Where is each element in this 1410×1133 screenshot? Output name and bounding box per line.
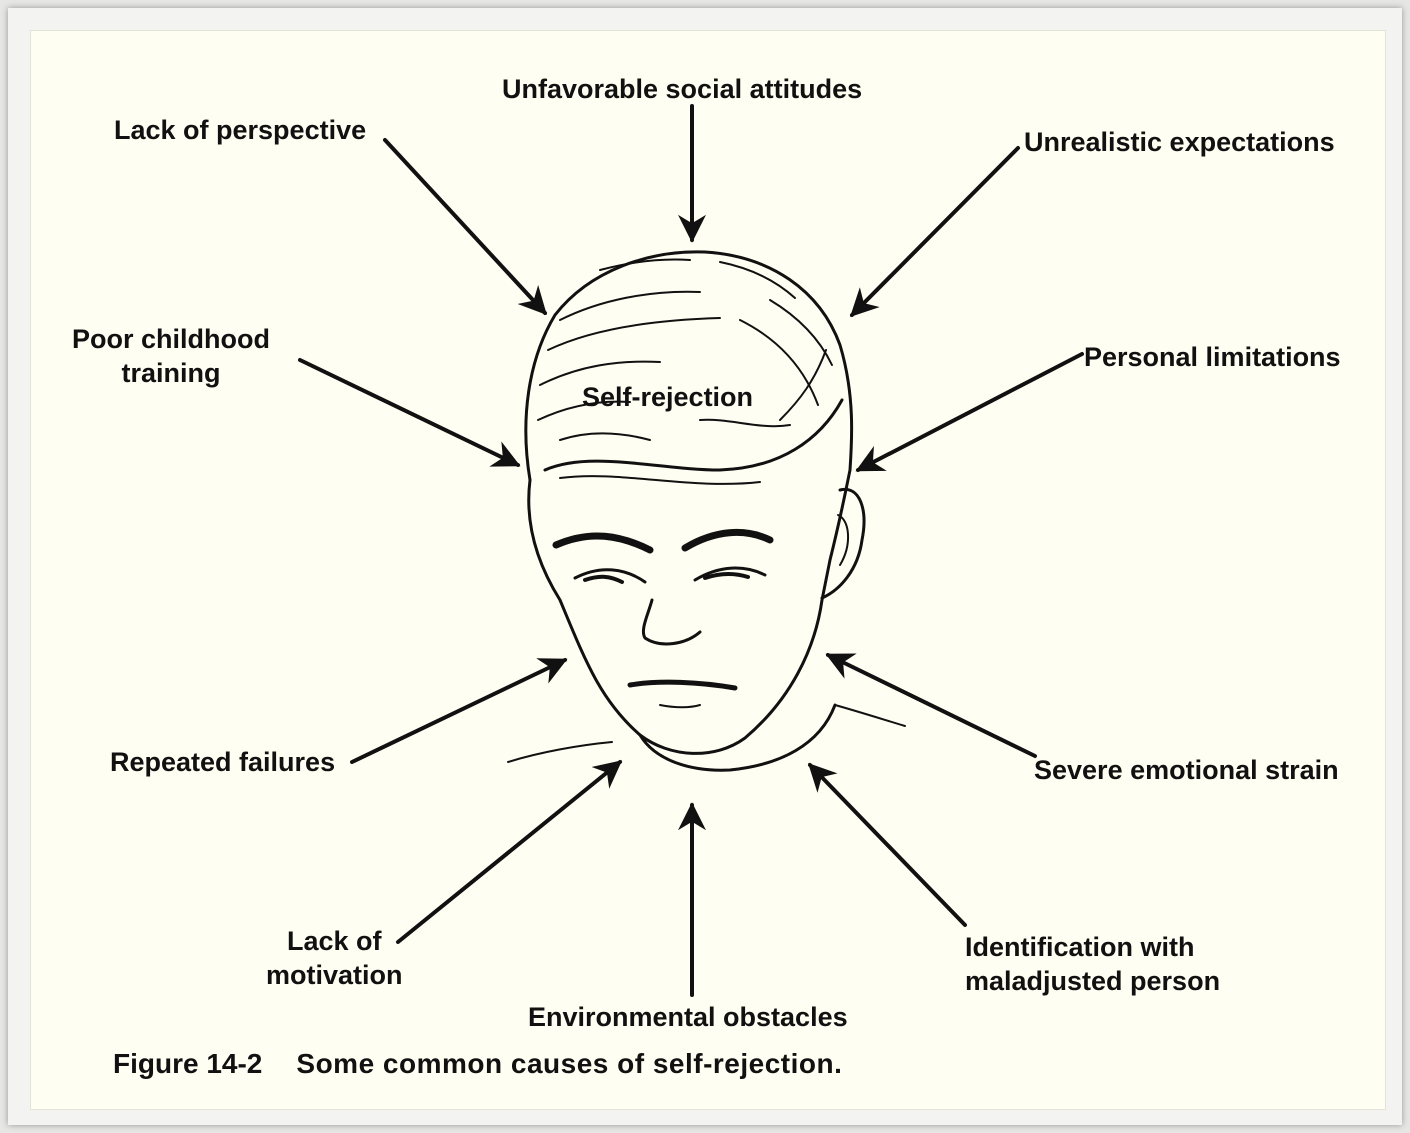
figure-number: Figure 14-2 — [113, 1048, 262, 1079]
arrow-bottom-left — [398, 762, 620, 942]
arrow-mid-right — [858, 354, 1082, 470]
cause-label-unfavorable-social-attitudes: Unfavorable social attitudes — [502, 72, 862, 106]
cause-label-poor-childhood-training: Poor childhood training — [72, 322, 270, 390]
arrow-low-right — [828, 655, 1035, 756]
cause-label-identification-with-maladjusted-person: Identification with maladjusted person — [965, 930, 1220, 998]
arrow-top-left — [385, 140, 545, 313]
cause-label-environmental-obstacles: Environmental obstacles — [528, 1000, 848, 1034]
figure-caption: Figure 14-2 Some common causes of self-re… — [113, 1048, 842, 1080]
cause-label-lack-of-perspective: Lack of perspective — [114, 113, 366, 147]
arrow-mid-left — [300, 360, 518, 465]
head-illustration — [508, 252, 905, 770]
cause-label-severe-emotional-strain: Severe emotional strain — [1034, 753, 1339, 787]
cause-label-lack-of-motivation: Lack of motivation — [266, 924, 403, 992]
cause-label-repeated-failures: Repeated failures — [110, 745, 335, 779]
figure-caption-text: Some common causes of self-rejection. — [296, 1048, 842, 1079]
arrow-top-right — [852, 148, 1018, 315]
center-label-self-rejection: Self-rejection — [582, 380, 753, 414]
cause-label-unrealistic-expectations: Unrealistic expectations — [1024, 125, 1335, 159]
arrow-low-left — [352, 660, 565, 762]
arrow-bottom-right — [810, 765, 965, 925]
cause-label-personal-limitations: Personal limitations — [1084, 340, 1341, 374]
